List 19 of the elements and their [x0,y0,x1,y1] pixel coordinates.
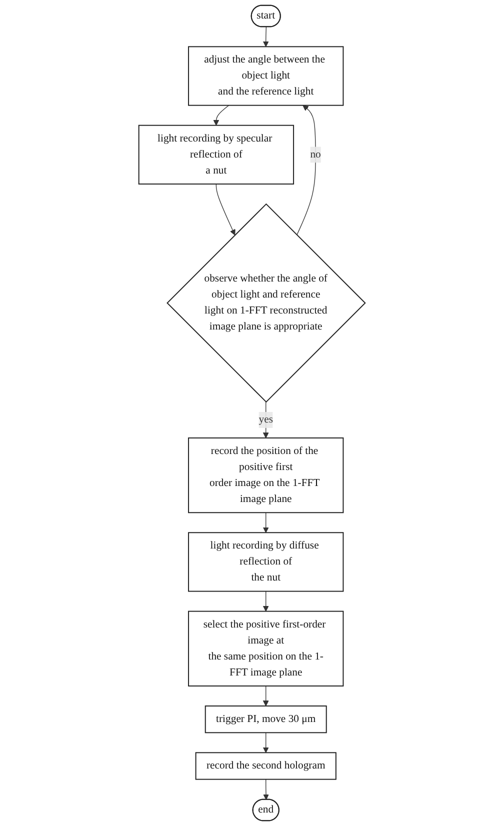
node-box: select the positive first-order image at the same position on the 1-FFT image plane [188,610,344,686]
arrow [262,512,269,533]
node-box: record the position of the positive first order image on the 1-FFT image plane [188,437,344,514]
arrow [262,26,269,47]
arrow [262,732,269,753]
edge-label: yes [258,414,273,426]
node-diamond: observe whether the angle of object light and reference light on 1-FFT reconstructed image plane is appropriate [166,203,366,403]
edge-label: no [310,148,321,160]
arrow [296,105,316,236]
node-box: record the second hologram [195,752,336,780]
node-box: light recording by diffuse reflection of the nut [188,532,344,592]
arrow [263,779,269,800]
node-box: light recording by specular reflection of a nut [138,124,294,185]
arrow [216,184,236,236]
node-box: trigger PI, move 30 μm [204,705,327,734]
arrow [262,590,269,612]
arrow [213,105,230,126]
arrow [262,686,269,706]
node-box: adjust the angle between the object light and the reference light [188,46,344,106]
